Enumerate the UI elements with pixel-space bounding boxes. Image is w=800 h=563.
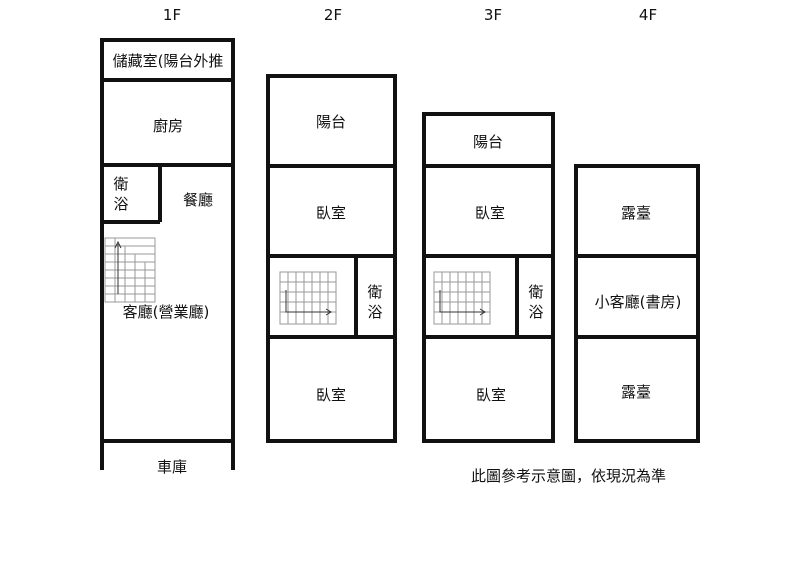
garage-label: 車庫 — [156, 458, 188, 476]
stair-2f — [279, 271, 337, 325]
bedroom-bottom-label-3f: 臥室 — [475, 386, 507, 404]
bath-label-3f: 衛 浴 — [528, 282, 543, 322]
balcony-label-2f: 陽台 — [315, 113, 347, 131]
bath-label-2f: 衛 浴 — [367, 282, 382, 322]
disclaimer-note: 此圖參考示意圖，依現況為準 — [471, 467, 667, 485]
floor-label-1f: 1F — [162, 6, 182, 24]
floor-4-outline — [574, 164, 700, 443]
bath-label-line2: 浴 — [367, 303, 383, 321]
bedroom-top-label-3f: 臥室 — [474, 204, 506, 222]
dining-room-label: 餐廳 — [182, 191, 214, 209]
floor-4-walls — [574, 164, 700, 443]
stair-3f — [433, 271, 491, 325]
floor-2-outline — [266, 74, 397, 443]
bath-label-line1: 衛 — [367, 283, 383, 301]
floor-label-3f: 3F — [483, 6, 503, 24]
bath-label-line2: 浴 — [528, 303, 544, 321]
bath-label-line1: 衛 — [113, 175, 129, 193]
study-label: 小客廳(書房) — [594, 293, 682, 311]
floor-3-walls — [422, 112, 555, 443]
bedroom-top-label-2f: 臥室 — [315, 204, 347, 222]
bedroom-bottom-label-2f: 臥室 — [315, 386, 347, 404]
stairs — [104, 237, 491, 325]
floor-1-walls — [100, 38, 235, 470]
floor-2-walls — [266, 74, 397, 443]
floor-label-2f: 2F — [323, 6, 343, 24]
living-room-label: 客廳(營業廳) — [122, 303, 210, 321]
bath-label-line2: 浴 — [113, 195, 129, 213]
balcony-label-3f: 陽台 — [472, 133, 504, 151]
floor-label-4f: 4F — [638, 6, 658, 24]
bath-label-1f: 衛 浴 — [113, 174, 128, 214]
floor-1-outline — [100, 38, 235, 443]
bath-label-line1: 衛 — [528, 283, 544, 301]
storage-room-label: 儲藏室(陽台外推 — [112, 52, 224, 70]
stair-1f — [104, 237, 156, 303]
walls — [100, 38, 700, 470]
floor-3-outline — [422, 112, 555, 443]
terrace-bottom-label: 露臺 — [620, 383, 652, 401]
terrace-top-label: 露臺 — [620, 204, 652, 222]
kitchen-label: 廚房 — [152, 117, 184, 135]
